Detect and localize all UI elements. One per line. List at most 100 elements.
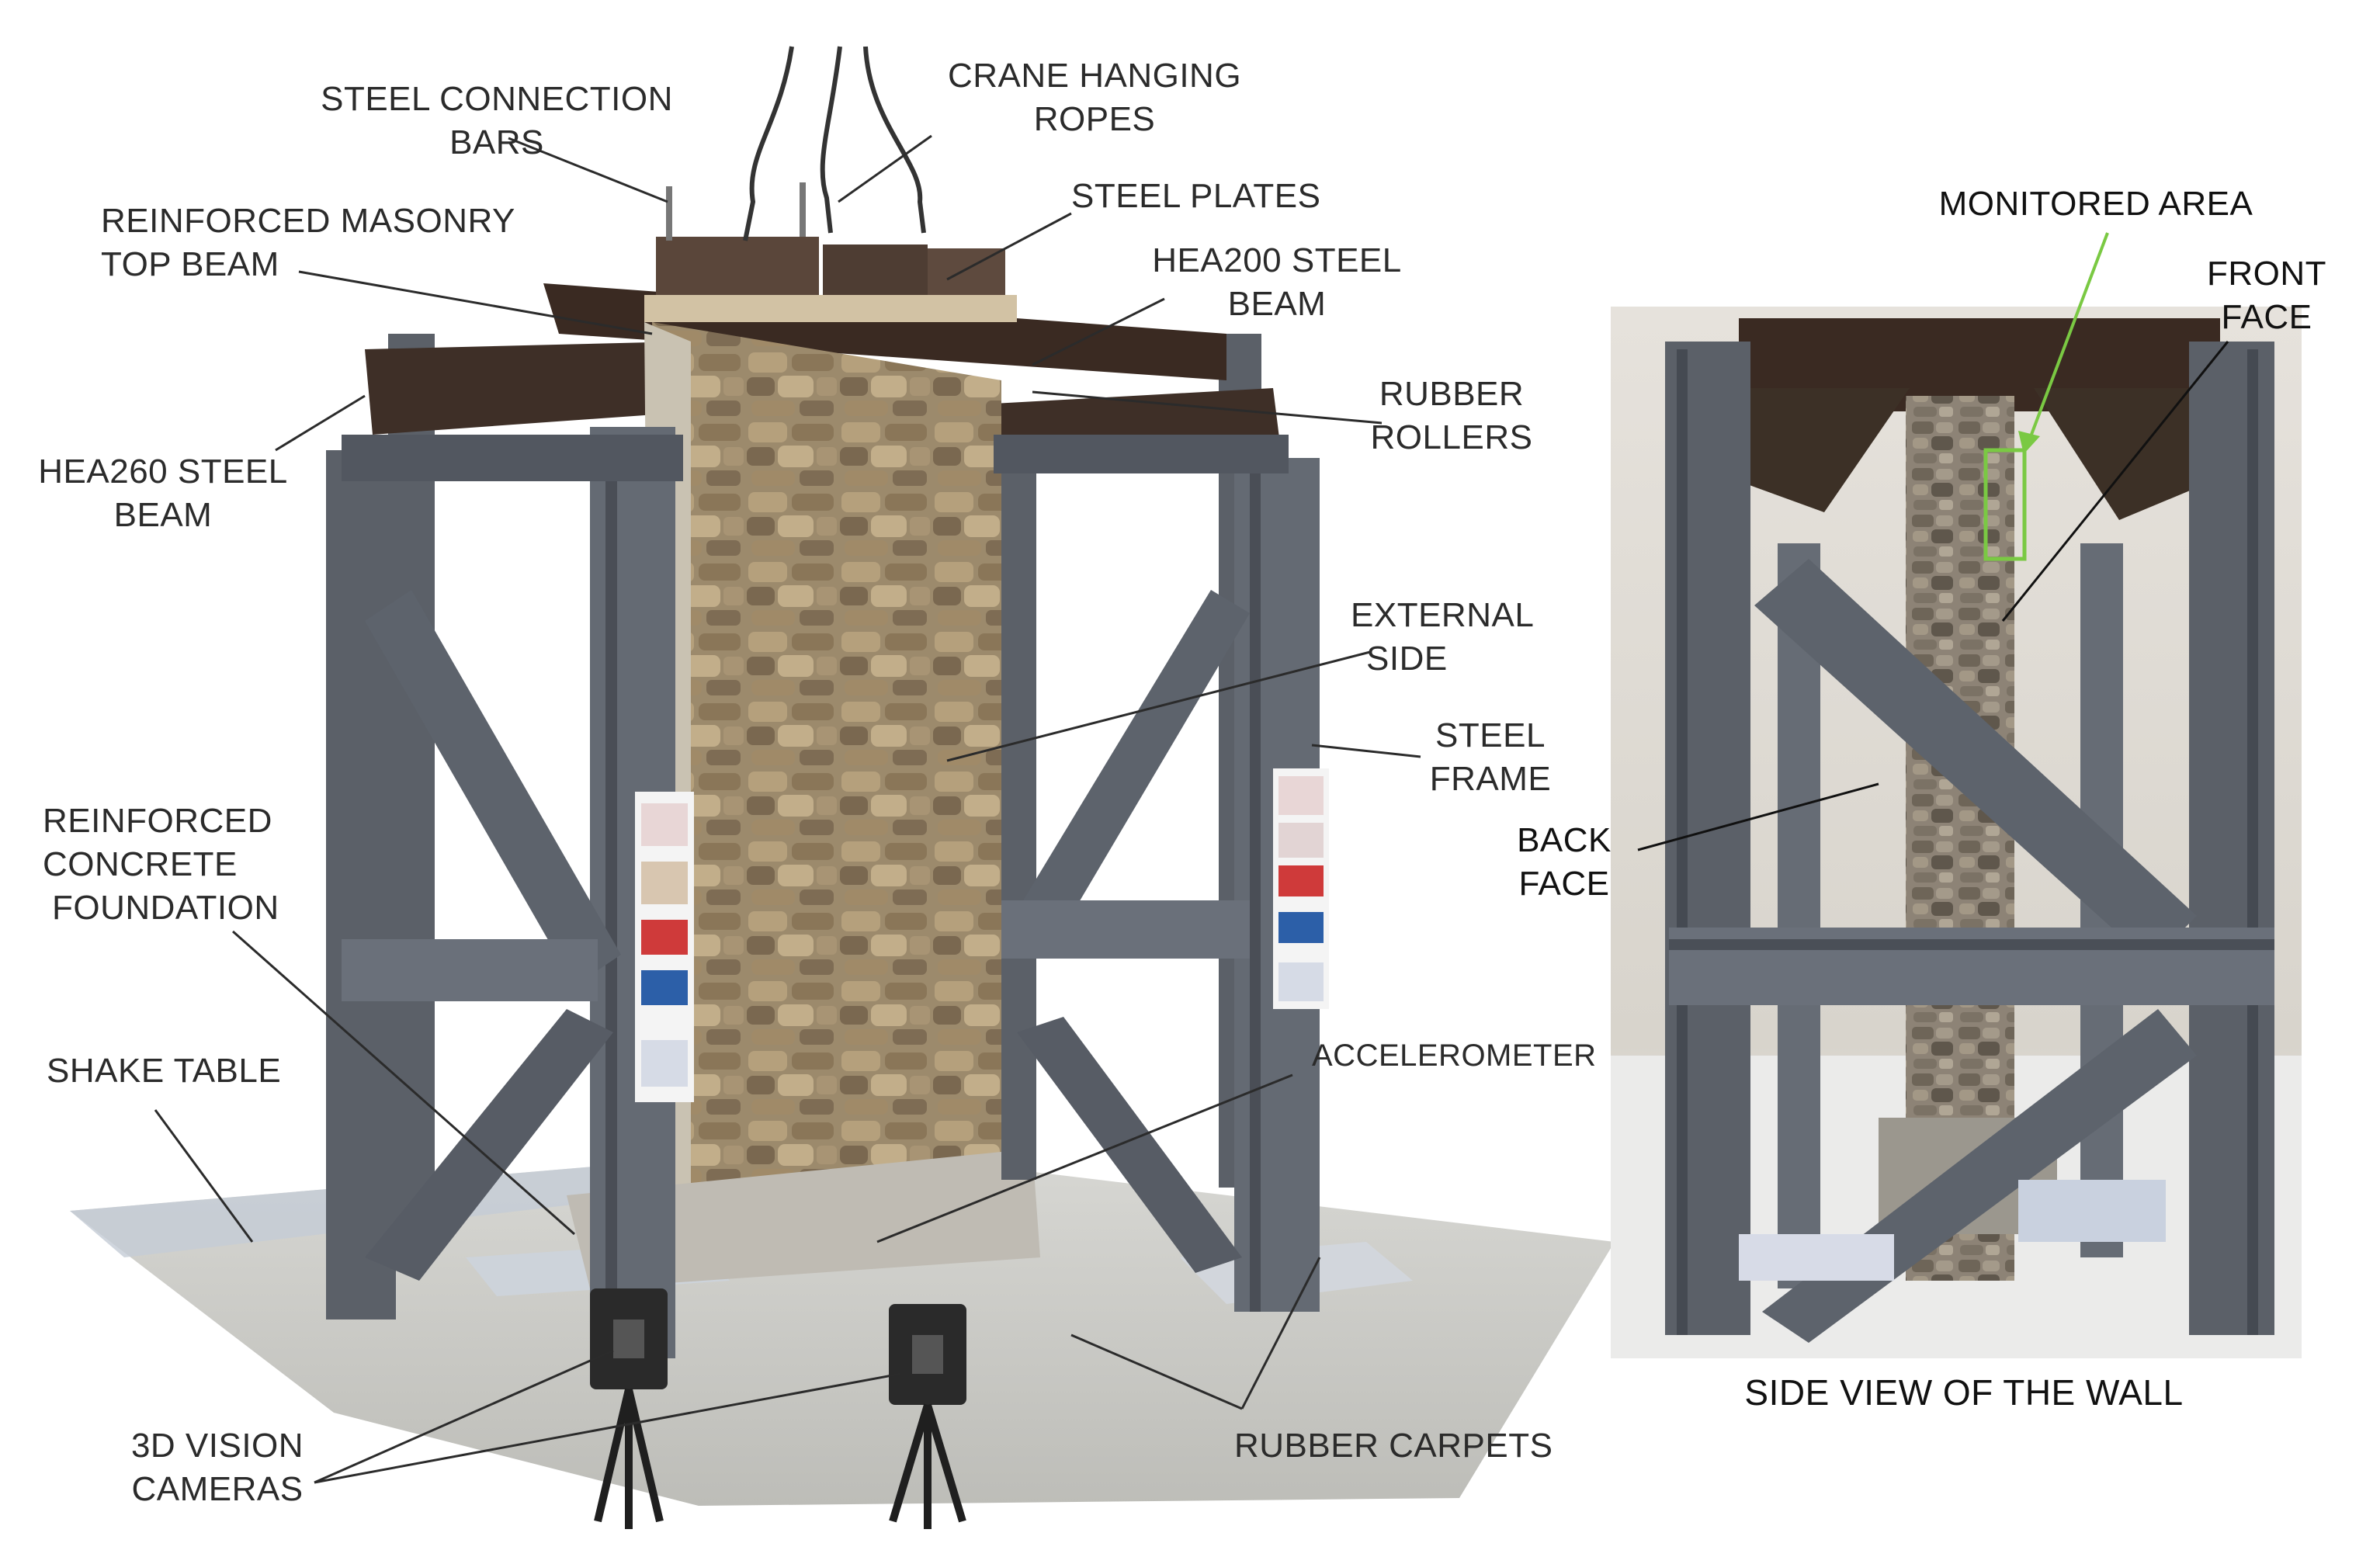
- side-right-column: [2189, 342, 2274, 1335]
- label-reinforced-masonry-top-beam: REINFORCED MASONRY TOP BEAM: [101, 199, 551, 286]
- label-crane-hanging-ropes: CRANE HANGING ROPES: [932, 54, 1258, 141]
- label-line: CAMERAS: [131, 1470, 304, 1508]
- masonry-top-beam: [644, 295, 1017, 322]
- vision-camera-left: [590, 1288, 668, 1529]
- label-front-face: FRONT FACE: [2189, 252, 2344, 339]
- leader-hea200: [1032, 297, 1165, 366]
- label-steel-frame: STEEL FRAME: [1405, 714, 1576, 801]
- tripod: [594, 1388, 664, 1529]
- label-line: FACE: [2221, 298, 2312, 336]
- side-rubber-pad-left: [1739, 1234, 1894, 1281]
- steel-plates-right: [928, 248, 1005, 303]
- side-view-photo: [1611, 307, 2302, 1358]
- back-right-column-2: [1001, 466, 1036, 1180]
- connection-bar-right: [800, 182, 806, 237]
- side-rubber-pad-right: [2018, 1180, 2166, 1242]
- side-top-capital-right: [2034, 388, 2212, 520]
- label-line: FACE: [1518, 865, 1610, 903]
- logo-4: [641, 970, 688, 1005]
- front-left-flange: [605, 435, 617, 1358]
- label-line: BACK: [1517, 821, 1612, 859]
- leader-accelerometer: [876, 1073, 1293, 1243]
- label-reinforced-concrete-foundation: REINFORCED CONCRETE FOUNDATION: [43, 799, 307, 930]
- leader-rubber-rollers: [1032, 390, 1383, 425]
- label-line: SHAKE TABLE: [47, 1052, 282, 1090]
- crane-rope-left: [743, 46, 794, 241]
- vision-camera-right: [889, 1304, 966, 1529]
- label-3d-vision-cameras: 3D VISION CAMERAS: [101, 1424, 334, 1511]
- label-back-face: BACK FACE: [1502, 819, 1626, 906]
- steel-plates-middle: [823, 244, 928, 303]
- left-horizontal-beam: [342, 939, 598, 1001]
- tripod: [889, 1403, 966, 1529]
- label-line: ACCELEROMETER: [1312, 1039, 1597, 1073]
- label-line: 3D VISION: [130, 1427, 304, 1465]
- label-line: REINFORCED: [43, 802, 272, 840]
- label-line: HEA260 STEEL: [38, 453, 288, 491]
- leader-steel-frame: [1311, 744, 1421, 758]
- left-diagonal-brace-upper: [365, 590, 621, 986]
- caption-text: SIDE VIEW OF THE WALL: [1744, 1372, 2184, 1413]
- logo-2: [641, 862, 688, 904]
- left-diagonal-brace-lower: [365, 1009, 613, 1281]
- label-steel-connection-bars: STEEL CONNECTION BARS: [311, 78, 683, 165]
- label-line: FOUNDATION: [52, 889, 279, 927]
- label-line: RUBBER: [1379, 375, 1525, 413]
- side-horizontal-beam-flange: [1669, 939, 2274, 950]
- logo-4: [1278, 912, 1324, 943]
- label-line: CONCRETE: [43, 845, 238, 883]
- main-view-photo: [70, 46, 1615, 1529]
- logo-5: [1278, 962, 1324, 1001]
- label-line: BEAM: [113, 496, 213, 534]
- label-line: BEAM: [1227, 285, 1327, 323]
- connection-bar-left: [666, 186, 672, 241]
- leader-foundation: [232, 930, 575, 1236]
- leader-steel-connection-bars: [508, 137, 668, 203]
- label-rubber-carpets: RUBBER CARPETS: [1234, 1424, 1591, 1468]
- label-line: FRONT: [2206, 255, 2327, 293]
- leader-lines: [154, 134, 1421, 1484]
- label-line: SIDE: [1366, 640, 1448, 678]
- leader-hea260: [275, 394, 366, 452]
- side-view-caption: SIDE VIEW OF THE WALL: [1646, 1371, 2282, 1414]
- label-line: TOP BEAM: [101, 245, 279, 283]
- right-horizontal-beam: [1001, 900, 1250, 959]
- leader-monitored-area: [2028, 232, 2109, 439]
- label-line: STEEL PLATES: [1071, 177, 1321, 215]
- leader-carpets-2: [1240, 1257, 1321, 1410]
- logo-1: [1278, 776, 1324, 815]
- label-line: MONITORED AREA: [1938, 185, 2253, 223]
- label-line: HEA200 STEEL: [1152, 241, 1402, 279]
- leader-back-face: [1637, 782, 1879, 851]
- label-line: RUBBER CARPETS: [1234, 1427, 1553, 1465]
- leader-cameras-left: [314, 1349, 614, 1484]
- camera-lens: [613, 1320, 644, 1358]
- side-leader-lines: [1637, 232, 2229, 851]
- hea260-beam-left: [365, 342, 699, 435]
- left-top-capital: [342, 435, 683, 481]
- leader-carpets-1: [1070, 1333, 1243, 1410]
- crane-rope-middle: [820, 46, 842, 234]
- label-line: ROLLERS: [1370, 418, 1533, 456]
- label-line: ROPES: [1033, 100, 1156, 138]
- side-back-left-column: [1778, 543, 1820, 1288]
- label-accelerometer: ACCELEROMETER: [1312, 1034, 1607, 1077]
- label-monitored-area: MONITORED AREA: [1917, 182, 2274, 226]
- label-line: CRANE HANGING: [947, 57, 1242, 95]
- leader-steel-plates: [946, 212, 1072, 281]
- label-rubber-rollers: RUBBER ROLLERS: [1351, 373, 1553, 459]
- side-top-capital-left: [1739, 388, 1910, 512]
- label-steel-plates: STEEL PLATES: [1071, 175, 1351, 218]
- leader-external-side: [946, 650, 1371, 762]
- label-line: REINFORCED MASONRY: [101, 202, 515, 240]
- label-line: FRAME: [1429, 760, 1552, 798]
- right-top-capital: [994, 435, 1289, 473]
- side-right-flange: [2247, 349, 2258, 1335]
- logo-1: [641, 803, 688, 846]
- side-left-flange: [1677, 349, 1688, 1335]
- label-shake-table: SHAKE TABLE: [47, 1049, 303, 1093]
- steel-plates-left: [656, 237, 819, 299]
- label-line: BARS: [449, 123, 544, 161]
- label-hea200-steel-beam: HEA200 STEEL BEAM: [1129, 239, 1424, 326]
